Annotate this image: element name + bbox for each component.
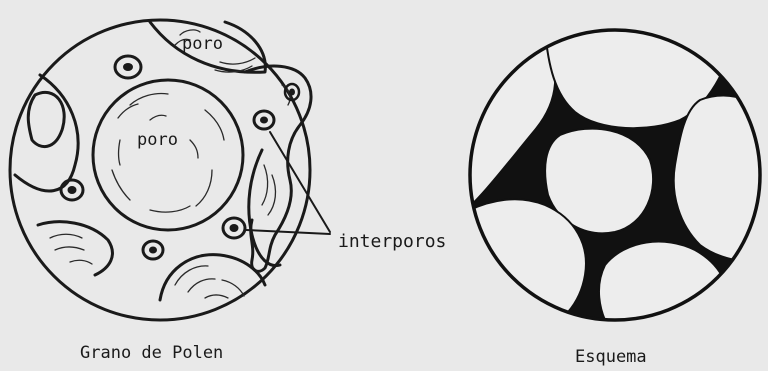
pore-bottom-left (38, 222, 112, 275)
caption-schema: Esquema (575, 347, 647, 367)
leader-line-lower (246, 230, 330, 234)
schema-drawing (460, 30, 768, 330)
label-pore-top: poro (182, 34, 223, 54)
pore-bottom (160, 255, 265, 300)
label-interpores: interporos (338, 231, 446, 252)
leader-line-upper (270, 132, 330, 232)
caption-pollen-grain: Grano de Polen (80, 343, 223, 363)
pore-left-inner (28, 92, 64, 146)
label-pore-center: poro (137, 130, 178, 150)
pollen-grain-drawing (10, 20, 330, 320)
pore-center (93, 80, 243, 230)
